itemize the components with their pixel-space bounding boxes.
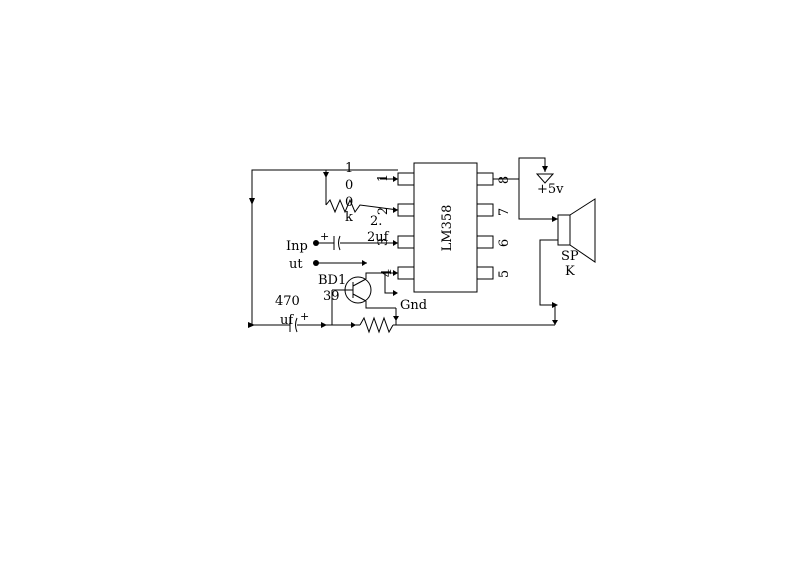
cap-470uf-plus: + [300, 310, 309, 323]
arrow-supply [542, 166, 548, 172]
cap-22uf-plus: + [320, 230, 329, 243]
arrow-speaker-return [552, 302, 558, 308]
resistor-100k [325, 198, 399, 214]
wire-pin4-gnd [384, 273, 396, 294]
cap-470uf-label-a: 470 [275, 294, 300, 309]
supply-symbol [535, 173, 555, 184]
transistor-label-a: BD1 [318, 273, 346, 288]
ic-pin-4 [397, 266, 415, 280]
transistor-collector [352, 278, 367, 287]
ic-pin-6 [476, 235, 494, 249]
speaker-cone [569, 198, 596, 263]
speaker-body [557, 214, 571, 246]
arrow-pin2 [393, 207, 398, 213]
ic-pin-2 [397, 203, 415, 217]
supply-label: +5v [537, 182, 564, 197]
arrow-gnd-down [393, 316, 399, 321]
wire-transistor-emitter [365, 301, 396, 309]
arrow-resistor-100k [323, 172, 329, 178]
arrow-pin4 [393, 270, 398, 276]
resistor-100k-label-k: k [345, 210, 353, 225]
arrow-input-ground [362, 260, 367, 266]
wire-transistor-collector [365, 272, 398, 279]
wire-pin8-supply [493, 157, 546, 180]
arrow-down-left-rail [249, 198, 255, 205]
pin-number-1: 1 [376, 174, 391, 182]
transistor-label-b: 39 [323, 289, 340, 304]
arrow-speaker-in [552, 216, 558, 222]
resistor-bottom [359, 316, 394, 334]
transistor-emitter [352, 293, 367, 302]
gnd-label: Gnd [400, 298, 427, 313]
arrow-gnd [393, 290, 398, 296]
ic-pin-5 [476, 266, 494, 280]
ic-pin-3 [397, 235, 415, 249]
input-terminal-1 [313, 240, 319, 246]
cap-22uf-label-a: 2. [370, 214, 382, 229]
wire-output-speaker [518, 179, 558, 220]
speaker-label-a: SP [561, 249, 579, 264]
cap-22uf-label-b: 2uf [367, 230, 390, 245]
pin-number-7: 7 [497, 208, 512, 216]
cap-470uf-plate-2 [295, 317, 298, 333]
input-label-a: Inp [286, 239, 308, 254]
arrow-resistor-bottom [351, 322, 356, 328]
arrow-bottom-mid [321, 322, 327, 328]
cap-470uf-label-b: uf [280, 313, 294, 328]
ic-pin-8 [476, 172, 494, 186]
wire-top-feedback [251, 169, 398, 325]
pin-number-2: 2 [376, 207, 391, 215]
speaker-label-b: K [565, 264, 575, 279]
arrow-pin3 [393, 240, 398, 246]
pin-number-8: 8 [497, 176, 512, 184]
pin-number-6: 6 [497, 239, 512, 247]
pin-number-5: 5 [497, 270, 512, 278]
resistor-100k-label-0b: 0 [345, 195, 353, 210]
ic-pin-7 [476, 203, 494, 217]
lm358-ic-body [413, 162, 478, 293]
input-label-b: ut [289, 257, 303, 272]
pin-number-3: 3 [376, 238, 391, 246]
ic-name-label: LM358 [440, 205, 455, 252]
cap-22uf-plate-2 [338, 235, 341, 251]
ic-pin-1 [397, 172, 415, 186]
resistor-100k-label-1: 1 [345, 161, 353, 176]
wire-speaker-return [539, 239, 558, 325]
resistor-100k-label-0a: 0 [345, 178, 353, 193]
arrow-bottom-left [248, 322, 255, 328]
